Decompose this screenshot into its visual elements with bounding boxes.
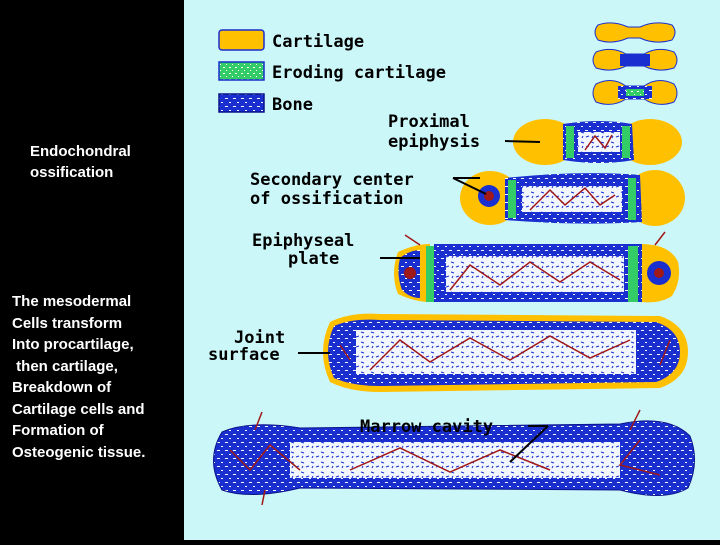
- label-epiphyseal-line-1: Epiphyseal: [252, 231, 354, 251]
- pointer-proximal: [504, 140, 541, 143]
- label-joint-line-1: Joint: [234, 328, 285, 348]
- label-marrow-cavity: Marrow cavity: [360, 417, 493, 437]
- desc-line-6: Cartilage cells and: [12, 400, 145, 418]
- desc-line-3: Into procartilage,: [12, 336, 134, 353]
- desc-line-1: The mesodermal: [12, 293, 132, 310]
- legend-swatch-eroding: [218, 61, 265, 81]
- side-description: The mesodermal Cells transform Into proc…: [12, 291, 145, 463]
- ossification-diagram: Cartilage Eroding cartilage Bone: [208, 22, 695, 506]
- stage-1-cartilage: [594, 22, 676, 43]
- legend-label-cartilage: Cartilage: [272, 32, 364, 52]
- legend-swatch-cartilage: [218, 29, 265, 51]
- desc-line-4: then cartilage,: [12, 357, 118, 375]
- side-title-line-1: Endochondral: [30, 143, 131, 160]
- label-secondary-line-2: of ossification: [250, 189, 404, 209]
- stage-6-bone: [394, 231, 680, 303]
- label-joint-line-2: surface: [208, 345, 280, 365]
- side-title-line-2: ossification: [30, 164, 114, 181]
- legend-label-eroding: Eroding cartilage: [272, 63, 446, 83]
- stage-3-eroding: [592, 80, 678, 105]
- stage-7-bone: [323, 313, 688, 392]
- desc-line-7: Formation of: [12, 422, 104, 439]
- stage-4-bone: [513, 119, 682, 165]
- desc-line-8: Osteogenic tissue.: [12, 443, 146, 461]
- stage-5-bone: [460, 170, 685, 226]
- label-proximal-line-1: Proximal: [388, 112, 470, 132]
- desc-line-5: Breakdown of: [12, 379, 112, 396]
- diagram-labels: Proximal epiphysis Secondary center of o…: [208, 112, 549, 463]
- label-epiphyseal-line-2: plate: [288, 249, 339, 269]
- label-proximal-line-2: epiphysis: [388, 132, 480, 152]
- side-title: Endochondral ossification: [30, 141, 131, 183]
- stage-2-collar: [592, 48, 678, 71]
- diagram-panel: Cartilage Eroding cartilage Bone: [184, 0, 720, 540]
- left-text-panel: Endochondral ossification The mesodermal…: [0, 0, 184, 540]
- legend: Cartilage Eroding cartilage Bone: [218, 29, 446, 115]
- desc-line-2: Cells transform: [12, 314, 123, 332]
- label-secondary-line-1: Secondary center: [250, 170, 414, 190]
- legend-swatch-bone: [218, 93, 265, 113]
- legend-label-bone: Bone: [272, 95, 313, 115]
- stage-8-bone: [213, 409, 695, 506]
